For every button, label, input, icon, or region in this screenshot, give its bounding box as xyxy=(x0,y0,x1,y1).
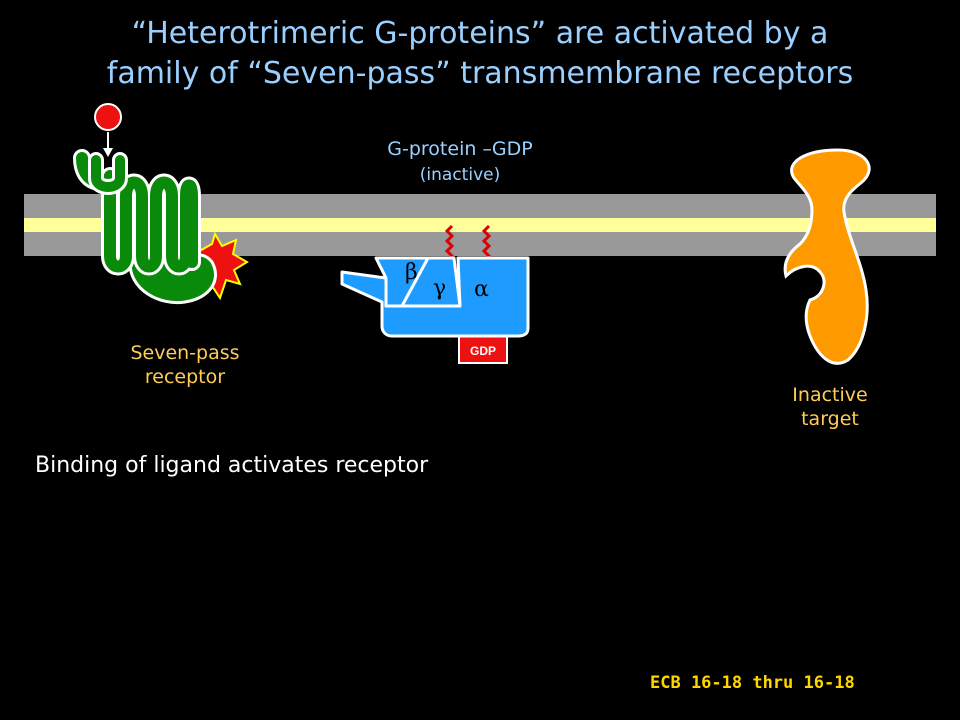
gprotein-state-label: (inactive) xyxy=(419,165,501,185)
target-label: Inactive target xyxy=(750,383,910,431)
caption: Binding of ligand activates receptor xyxy=(35,453,429,478)
g-protein: β γ α GDP xyxy=(340,224,530,364)
ligand xyxy=(94,103,122,157)
target-label-line-1: Inactive xyxy=(792,384,868,406)
receptor-binding-site-fill xyxy=(91,155,125,192)
target-protein xyxy=(783,148,871,365)
ligand-arrow-head xyxy=(103,148,113,157)
slide-title: “Heterotrimeric G-proteins” are activate… xyxy=(0,14,960,94)
lipid-tether-left xyxy=(444,224,455,263)
gamma-subunit-label: γ xyxy=(433,276,446,301)
title-line-2: family of “Seven-pass” transmembrane rec… xyxy=(106,56,854,91)
beta-subunit-label: β xyxy=(405,260,418,285)
receptor-label-line-1: Seven-pass xyxy=(130,342,240,364)
title-line-1: “Heterotrimeric G-proteins” are activate… xyxy=(131,16,829,51)
gdp-label: GDP xyxy=(470,344,496,358)
ligand-circle xyxy=(94,103,122,131)
receptor-label: Seven-pass receptor xyxy=(95,341,275,389)
target-label-line-2: target xyxy=(801,408,859,430)
receptor-label-line-2: receptor xyxy=(144,366,226,388)
inactive-target xyxy=(783,148,871,365)
alpha-subunit-label: α xyxy=(474,277,489,302)
alpha-subunit xyxy=(340,256,530,338)
membrane-core xyxy=(24,218,936,232)
seven-pass-receptor xyxy=(73,149,249,305)
lipid-tether-right xyxy=(481,224,492,263)
source-credit: ECB 16-18 thru 16-18 xyxy=(650,673,855,693)
beta-gamma-subunit xyxy=(374,256,462,308)
beta-gamma-divider xyxy=(400,257,430,307)
gprotein-label: G-protein –GDP xyxy=(387,138,533,160)
receptor-helix-body xyxy=(76,152,198,273)
